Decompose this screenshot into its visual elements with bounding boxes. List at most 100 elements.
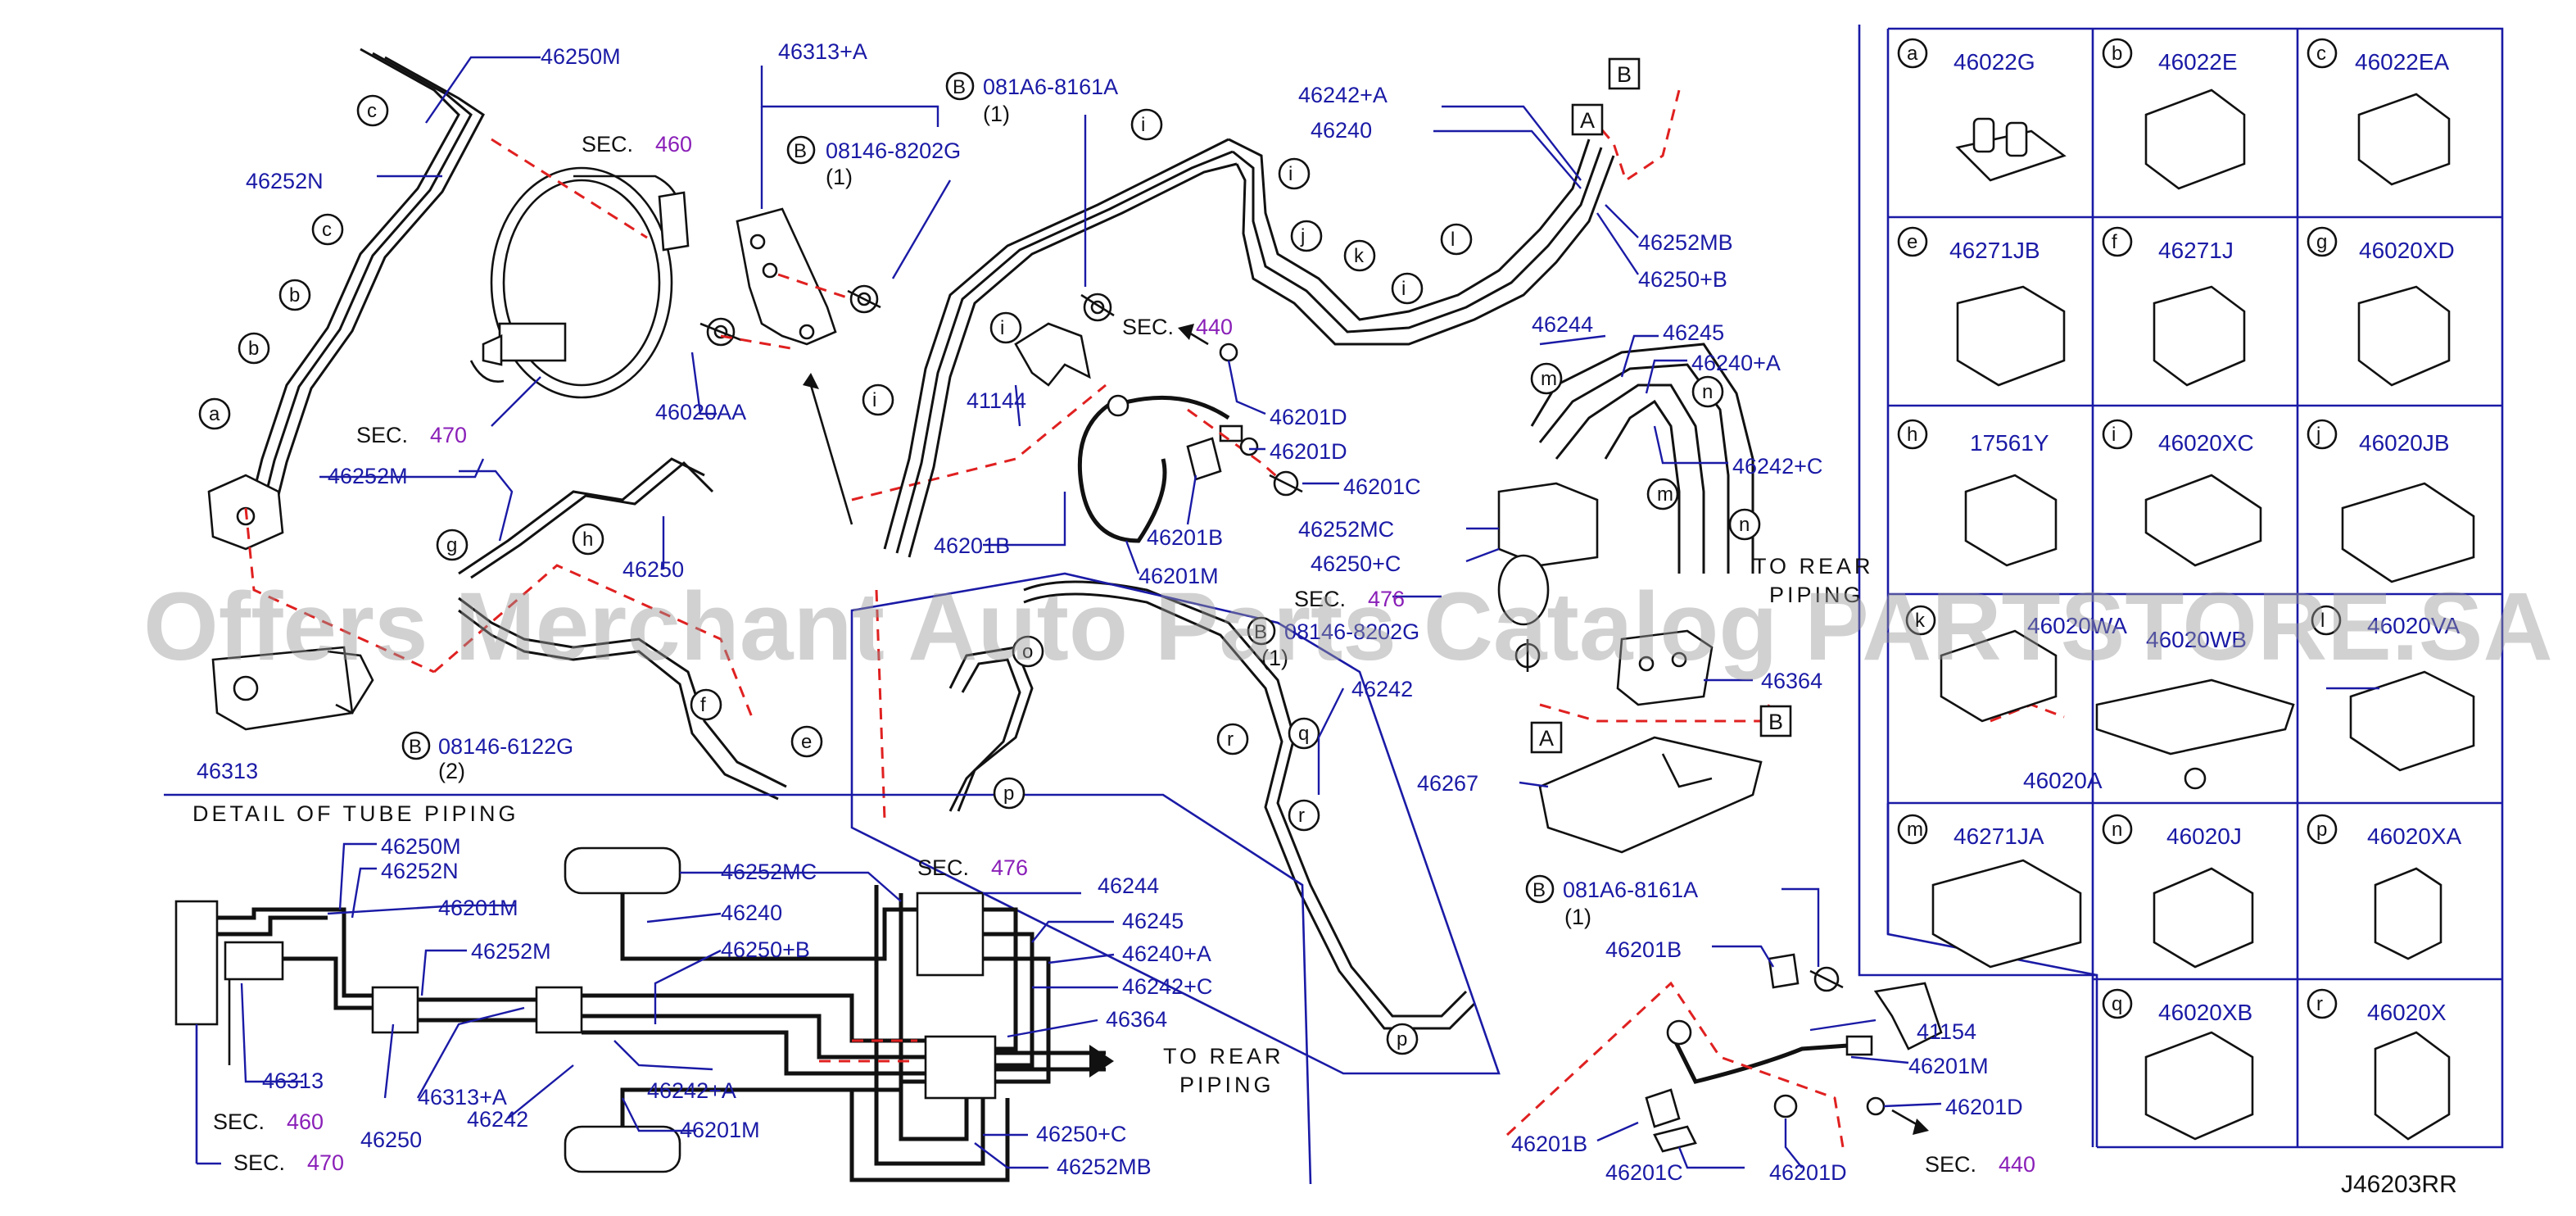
clip-callout-circle[interactable] bbox=[1288, 799, 1320, 832]
clip-drawing-46020X[interactable] bbox=[2374, 1031, 2451, 1141]
catalog-part-number[interactable]: 46020XD bbox=[2359, 238, 2455, 263]
clip-callout-circle[interactable] bbox=[1646, 478, 1679, 510]
clip-drawing-46271JB[interactable] bbox=[1956, 285, 2066, 387]
clip-drawing-46020JB[interactable] bbox=[2341, 482, 2475, 583]
bolt-081A6-8161A-top[interactable] bbox=[1080, 293, 1115, 322]
rear-hose-46201M[interactable] bbox=[1666, 1019, 1873, 1084]
catalog-part-number[interactable]: 46271JA bbox=[1954, 824, 2044, 849]
label-46201B-b: 46201B bbox=[1147, 525, 1223, 550]
catalog-part-number[interactable]: 46020JB bbox=[2359, 430, 2450, 456]
clip-callout-circle[interactable] bbox=[1440, 223, 1473, 256]
catalog-part-number[interactable]: 46020J bbox=[2166, 824, 2242, 849]
clip-callout-circle[interactable] bbox=[436, 529, 469, 561]
clip-callout-circle[interactable] bbox=[1130, 108, 1163, 141]
washer-46201D-b[interactable] bbox=[1239, 437, 1259, 456]
detail-piping: PIPING bbox=[1179, 1073, 1274, 1097]
catalog-part-number[interactable]: 46020A bbox=[2023, 768, 2103, 793]
actuator-bracket-46267[interactable] bbox=[1538, 736, 1763, 854]
clip-callout-circle[interactable] bbox=[1386, 1023, 1419, 1055]
clip-callout-circle[interactable] bbox=[1216, 723, 1249, 755]
catalog-part-number[interactable]: 17561Y bbox=[1970, 430, 2049, 456]
catalog-part-number[interactable]: 46271JB bbox=[1949, 238, 2040, 263]
label-46240: 46240 bbox=[1311, 118, 1372, 143]
clip-drawing-46271J[interactable] bbox=[2153, 285, 2246, 387]
catalog-part-number[interactable]: 46022G bbox=[1954, 49, 2035, 75]
abs-actuator-46364[interactable] bbox=[1497, 482, 1714, 706]
clip-drawing-46022E[interactable] bbox=[2144, 88, 2246, 190]
bracket-41144[interactable] bbox=[1014, 322, 1091, 387]
clip-callout-circle[interactable] bbox=[572, 523, 604, 556]
bolt-081A6-8161A-b[interactable] bbox=[1809, 966, 1844, 992]
clip-callout-circle[interactable] bbox=[993, 777, 1025, 810]
brake-booster[interactable] bbox=[469, 166, 690, 399]
clip-callout-circle[interactable] bbox=[311, 213, 344, 246]
clip-46201B-b[interactable] bbox=[1186, 437, 1222, 481]
catalog-part-number[interactable]: 46020XA bbox=[2367, 824, 2462, 849]
catalog-part-number[interactable]: 46020XB bbox=[2158, 1000, 2252, 1025]
clip-drawing-46022EA[interactable] bbox=[2357, 93, 2451, 186]
clip-drawing-46020A[interactable] bbox=[2095, 678, 2295, 790]
clip-callout-letter: k bbox=[1354, 245, 1365, 267]
clip-callout-circle[interactable] bbox=[356, 94, 389, 127]
bolt-08146-8202G-b[interactable] bbox=[1514, 639, 1541, 672]
label-sec-460-word: SEC. bbox=[582, 132, 633, 157]
clip-callout-circle[interactable] bbox=[862, 383, 894, 416]
clip-callout-letter: n bbox=[1702, 381, 1713, 403]
clip-46201C-b[interactable] bbox=[1653, 1125, 1697, 1153]
label-sec-476: 476 bbox=[1368, 587, 1405, 611]
clip-callout-circle[interactable] bbox=[1012, 635, 1044, 668]
washer-46201D-a[interactable] bbox=[1219, 343, 1238, 362]
master-cylinder-fittings[interactable] bbox=[207, 474, 374, 731]
clip-callout-circle[interactable] bbox=[1728, 508, 1761, 541]
catalog-part-number[interactable]: 46020WA bbox=[2027, 613, 2127, 638]
clip-drawing-46020XB[interactable] bbox=[2144, 1031, 2254, 1141]
clip-drawing-46020VA[interactable] bbox=[2349, 670, 2475, 772]
bolt-46201D-d[interactable] bbox=[1773, 1094, 1798, 1118]
bolt-46201C-a[interactable] bbox=[1269, 470, 1303, 497]
clip-callout-circle[interactable] bbox=[1343, 239, 1376, 272]
clip-callout-circle[interactable] bbox=[1391, 272, 1424, 305]
clip-drawing-17561Y[interactable] bbox=[1964, 474, 2058, 567]
clip-drawing-46020J[interactable] bbox=[2153, 867, 2254, 969]
bracket-41154[interactable] bbox=[1873, 982, 1943, 1050]
clip-callout-circle[interactable] bbox=[1290, 220, 1323, 252]
catalog-part-number[interactable]: 46020XC bbox=[2158, 430, 2254, 456]
label-46201C-a: 46201C bbox=[1343, 474, 1421, 499]
catalog-part-number[interactable]: 46020WB bbox=[2146, 627, 2247, 652]
clip-drawing-46020WA[interactable] bbox=[1940, 629, 2058, 723]
clip-callout-circle[interactable] bbox=[198, 397, 231, 430]
washer-46201D-c[interactable] bbox=[1866, 1096, 1886, 1116]
detail-label-46252N: 46252N bbox=[381, 859, 459, 883]
catalog-part-number[interactable]: 46020X bbox=[2367, 1000, 2447, 1025]
clip-callout-letter: m bbox=[1541, 368, 1557, 390]
catalog-part-number[interactable]: 46020VA bbox=[2367, 613, 2460, 638]
clip-callout-circle[interactable] bbox=[690, 688, 722, 721]
clip-callout-circle[interactable] bbox=[238, 332, 270, 365]
detail-label-46252MB: 46252MB bbox=[1057, 1155, 1152, 1179]
clip-callout-circle[interactable] bbox=[1288, 717, 1320, 750]
clip-callout-circle[interactable] bbox=[1278, 157, 1311, 190]
bolt-08146-8202G[interactable] bbox=[847, 284, 881, 314]
clip-callout-circle[interactable] bbox=[278, 279, 311, 311]
clip-46201B-d[interactable] bbox=[1645, 1088, 1681, 1128]
clip-callout-circle[interactable] bbox=[1530, 362, 1563, 395]
clip-46201B-c[interactable] bbox=[1768, 953, 1800, 989]
clip-callout-circle[interactable] bbox=[790, 725, 823, 758]
rear-tube-46242 bbox=[1023, 580, 1476, 1030]
clip-callout-circle[interactable] bbox=[989, 311, 1022, 344]
front-hose-46201M[interactable] bbox=[1077, 394, 1243, 543]
catalog-part-number[interactable]: 46022E bbox=[2158, 49, 2238, 75]
bolt-46020AA[interactable] bbox=[699, 317, 742, 347]
clip-drawing-46020XC[interactable] bbox=[2144, 474, 2262, 567]
clip-drawing-46022G[interactable] bbox=[1955, 117, 2067, 182]
clip-callout-circle[interactable] bbox=[1691, 375, 1724, 408]
clip-drawing-46020XD[interactable] bbox=[2357, 285, 2451, 387]
arrow-head-440 bbox=[1178, 324, 1194, 340]
view-marker-B-top: B bbox=[1608, 57, 1641, 90]
clip-drawing-46020XA[interactable] bbox=[2374, 867, 2442, 960]
catalog-part-number[interactable]: 46022EA bbox=[2355, 49, 2450, 75]
catalog-part-number[interactable]: 46271J bbox=[2158, 238, 2234, 263]
label-081A6-8161A-qty: (1) bbox=[983, 102, 1010, 126]
clip-drawing-46271JA[interactable] bbox=[1931, 859, 2082, 969]
label-081A6-8161A: 081A6-8161A bbox=[983, 75, 1118, 99]
